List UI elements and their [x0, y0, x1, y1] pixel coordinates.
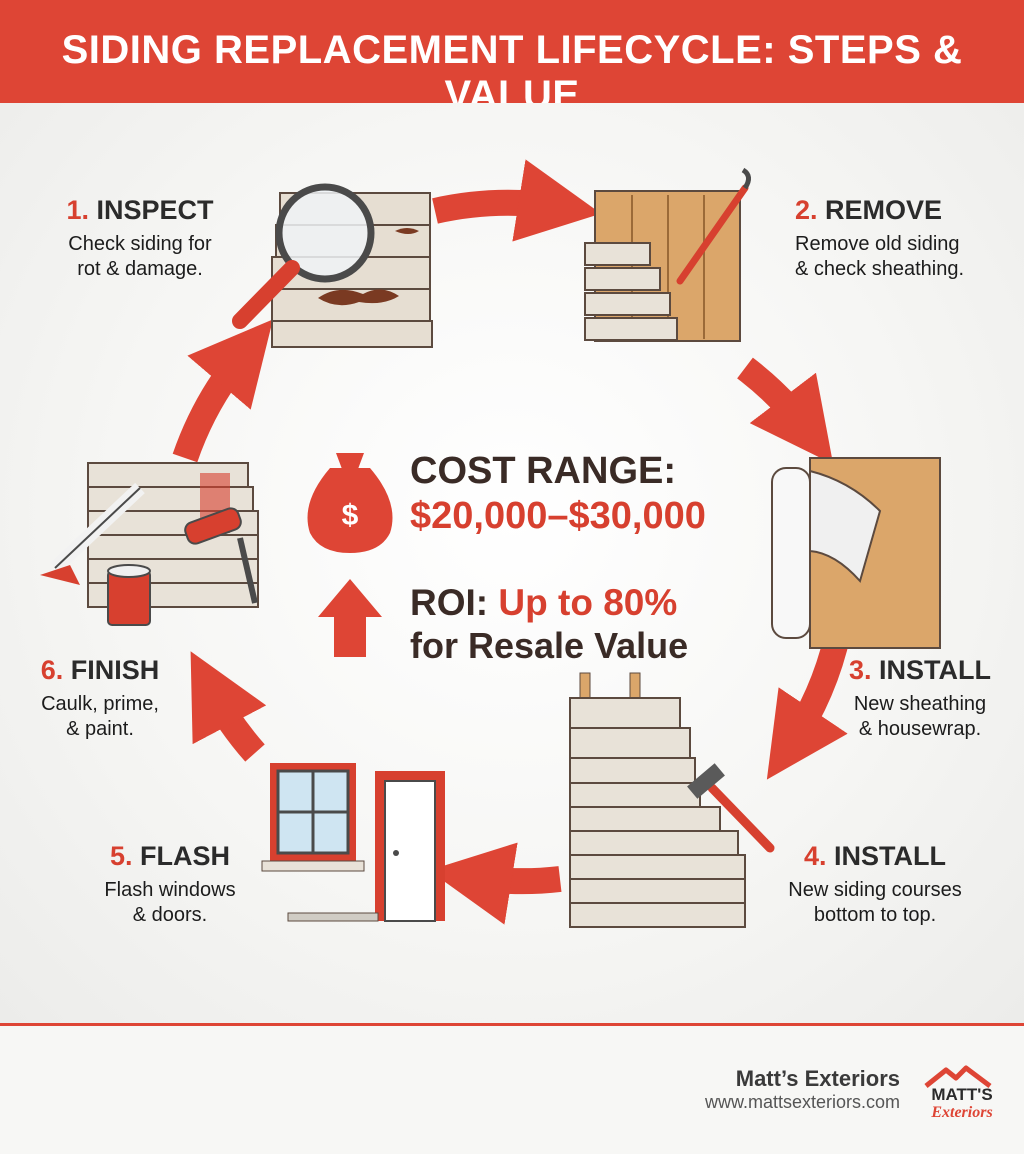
website-link[interactable]: www.mattsexteriors.com — [704, 1092, 900, 1112]
inspect-illustration — [232, 183, 433, 348]
header-banner: SIDING REPLACEMENT LIFECYCLE: STEPS & VA… — [0, 0, 1024, 117]
cost-range-label: COST RANGE: — [410, 450, 676, 492]
step-flash: 5. FLASH Flash windows& doors. — [80, 841, 260, 928]
step-number: 1. — [66, 195, 89, 225]
diagram-area: $ COST RANGE: $20,000–$30,000 ROI: Up to… — [0, 103, 1024, 1023]
siding-install-illustration — [569, 672, 775, 928]
step-name: FLASH — [140, 841, 231, 871]
step-number: 3. — [848, 655, 872, 685]
roi-label: ROI: — [410, 582, 489, 623]
step-name: FINISH — [70, 655, 160, 685]
step-desc: Caulk, prime,& paint. — [41, 693, 159, 740]
step-title: 6. FINISH — [20, 655, 180, 686]
step-name: REMOVE — [825, 195, 943, 225]
company-name: Matt’s Exteriors — [735, 1066, 900, 1091]
step-number: 4. — [803, 841, 827, 871]
company-logo: MATT'S Exteriors — [924, 1065, 993, 1121]
roi-line: ROI: Up to 80% — [410, 582, 677, 624]
roi-value: Up to 80% — [498, 582, 678, 623]
step-desc: New sheathing& housewrap. — [853, 693, 987, 740]
sheathing-illustration — [771, 457, 941, 649]
lifecycle-diagram: $ — [40, 159, 941, 928]
footer — [0, 1026, 1024, 1154]
arrow-finish-to-inspect — [172, 319, 273, 463]
arrow-siding-to-flash — [428, 842, 562, 925]
step-number: 6. — [40, 655, 64, 685]
step-name: INSTALL — [879, 655, 992, 685]
arrow-remove-to-install — [736, 357, 834, 465]
step-install-sheathing: 3. INSTALL New sheathing& housewrap. — [830, 655, 1010, 742]
step-title: 2. REMOVE — [795, 195, 1015, 226]
svg-text:Exteriors: Exteriors — [930, 1104, 992, 1121]
step-finish: 6. FINISH Caulk, prime,& paint. — [20, 655, 180, 742]
flash-illustration — [261, 763, 445, 922]
arrow-flash-to-finish — [190, 651, 267, 762]
arrow-inspect-to-remove — [432, 159, 602, 242]
roi-up-arrow-icon — [318, 579, 382, 657]
step-remove: 2. REMOVE Remove old siding& check sheat… — [795, 195, 1015, 282]
step-desc: Remove old siding& check sheathing. — [795, 233, 964, 280]
cost-range-value: $20,000–$30,000 — [410, 495, 706, 537]
step-title: 5. FLASH — [80, 841, 260, 872]
money-bag-icon: $ — [307, 453, 393, 553]
svg-text:$: $ — [342, 499, 359, 532]
page-title: SIDING REPLACEMENT LIFECYCLE: STEPS & VA… — [61, 28, 963, 117]
finish-illustration — [40, 462, 259, 626]
step-title: 4. INSTALL — [770, 841, 980, 872]
roi-subtitle: for Resale Value — [410, 625, 689, 666]
svg-text:MATT'S: MATT'S — [931, 1085, 992, 1104]
footer-divider — [0, 1023, 1024, 1026]
step-number: 2. — [795, 195, 818, 225]
remove-illustration — [584, 167, 751, 342]
step-name: INSTALL — [834, 841, 947, 871]
step-title: 3. INSTALL — [830, 655, 1010, 686]
step-name: INSPECT — [96, 195, 214, 225]
step-number: 5. — [109, 841, 133, 871]
step-desc: Flash windows& doors. — [104, 879, 236, 926]
step-title: 1. INSPECT — [40, 195, 240, 226]
